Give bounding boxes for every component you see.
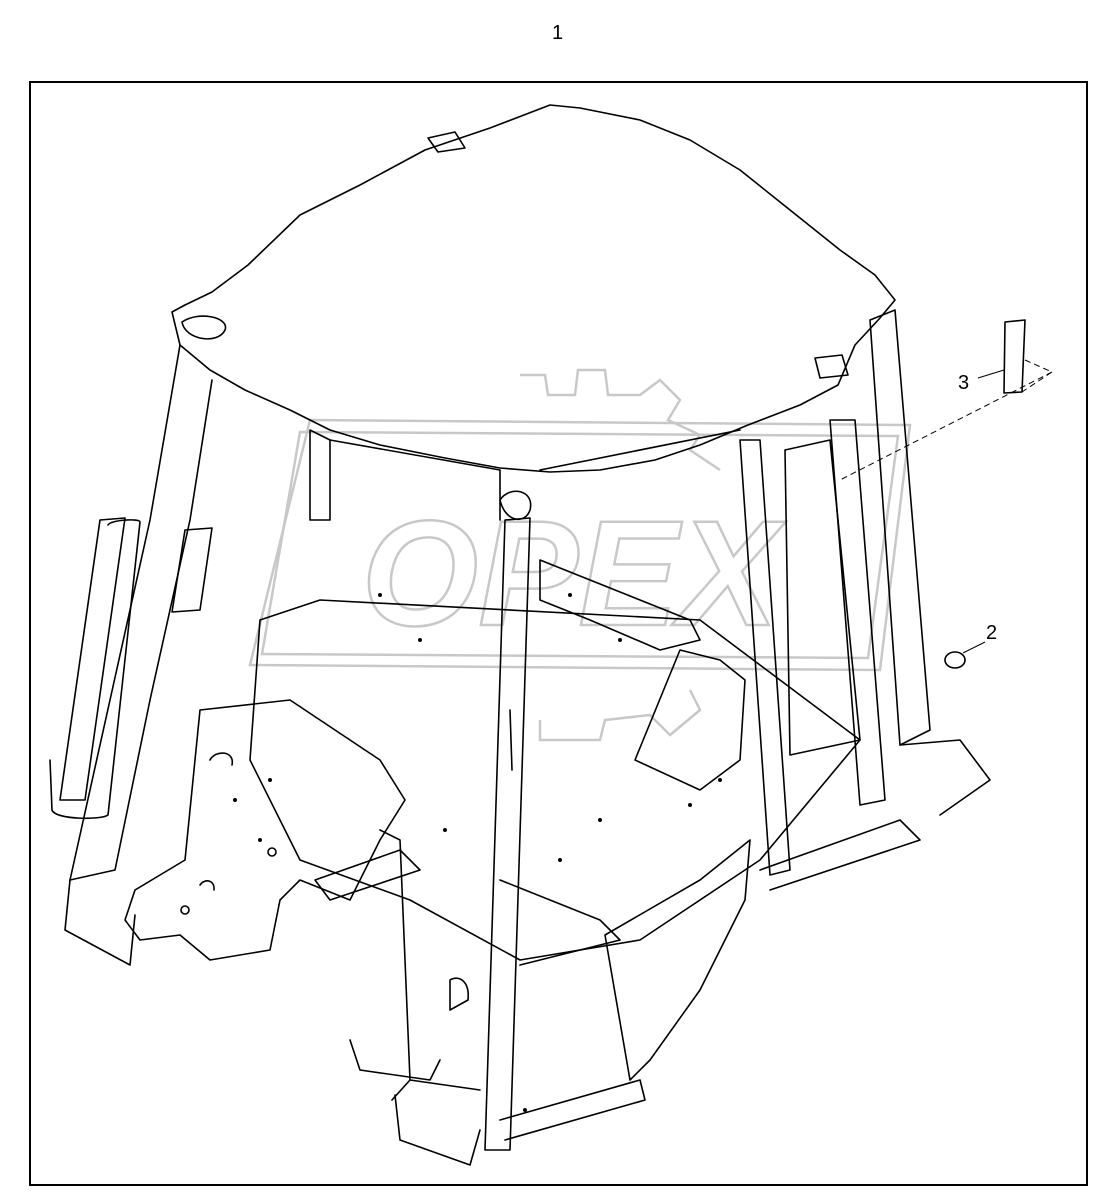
- callout-3-label: 3: [958, 372, 970, 394]
- callout-2-label: 2: [986, 622, 998, 644]
- rear-left-pillar: [49, 344, 213, 966]
- decal-part-3: [839, 319, 1054, 481]
- front-center-pillar: [394, 517, 646, 1166]
- watermark-logo: OPEX: [248, 368, 912, 742]
- left-console: [124, 699, 406, 961]
- assembly-callout-label: 1: [552, 22, 564, 44]
- drawing-frame: [29, 81, 1088, 1186]
- mounting-holes: [378, 593, 722, 1112]
- side-members: [309, 429, 741, 1101]
- cab-roof: [171, 104, 896, 521]
- cab-floor: [249, 559, 861, 1081]
- plug-part-2: [944, 641, 986, 669]
